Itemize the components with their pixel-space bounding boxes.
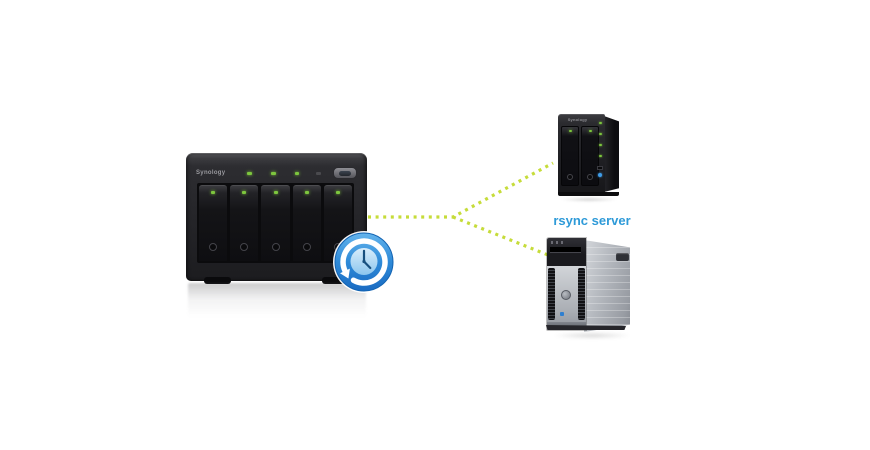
tower-drive-section xyxy=(547,238,586,266)
drive-bay xyxy=(261,185,290,261)
drop-shadow xyxy=(560,197,618,202)
rsync-server-tower xyxy=(544,236,636,339)
status-led-icon xyxy=(598,133,602,135)
source-nas-status-panel: Synology xyxy=(196,166,357,180)
indicator-lights-icon xyxy=(551,241,565,244)
bay-lock-icon xyxy=(567,174,573,180)
drive-bay-frame xyxy=(561,126,599,186)
device-foot xyxy=(322,277,349,284)
status-led-icon xyxy=(271,171,276,175)
status-led-off-icon xyxy=(316,171,321,175)
power-led-icon xyxy=(560,312,564,316)
optical-drive-slot xyxy=(550,247,581,253)
drive-bay xyxy=(199,185,228,261)
status-led-icon xyxy=(598,122,602,124)
drop-shadow xyxy=(552,332,632,339)
source-nas: Synology xyxy=(186,153,367,284)
floor-reflection xyxy=(188,283,366,321)
drive-led-icon xyxy=(211,191,216,194)
device-foot xyxy=(204,277,231,284)
status-led-icon xyxy=(247,171,253,175)
device-base xyxy=(558,192,619,196)
drive-bay xyxy=(230,185,259,261)
bay-lock-icon xyxy=(302,243,311,251)
vent-grille-icon xyxy=(578,268,585,320)
bay-lock-icon xyxy=(587,174,593,180)
connector-to-rsync-server xyxy=(452,215,554,259)
device-base xyxy=(546,325,626,330)
drive-bay-frame xyxy=(197,183,354,263)
drive-bay xyxy=(561,126,579,186)
target-nas-front: Synology xyxy=(558,114,605,192)
time-backup-clock-icon xyxy=(333,231,395,293)
server-logo-badge-icon xyxy=(561,290,571,300)
drive-led-icon xyxy=(568,130,572,132)
side-handle xyxy=(616,253,629,261)
drive-led-icon xyxy=(335,191,340,194)
drive-bay xyxy=(292,185,321,261)
drive-led-icon xyxy=(273,191,278,194)
synology-logo: Synology xyxy=(567,117,588,122)
status-led-column xyxy=(597,122,603,177)
arrowhead xyxy=(340,268,350,279)
bay-lock-icon xyxy=(209,243,218,251)
drive-led-icon xyxy=(304,191,309,194)
bay-lock-icon xyxy=(240,243,249,251)
drive-led-icon xyxy=(242,191,247,194)
connector-to-target-nas xyxy=(368,161,554,219)
power-button-icon xyxy=(332,167,357,179)
status-led-icon xyxy=(294,171,300,175)
clock-center-dot xyxy=(362,259,366,264)
status-led-icon xyxy=(598,155,602,157)
usb-port-icon xyxy=(597,166,603,170)
tower-front xyxy=(547,238,586,330)
bay-lock-icon xyxy=(271,243,280,251)
target-nas-side-panel xyxy=(604,116,619,192)
rsync-server-label: rsync server xyxy=(553,213,631,228)
power-led-icon xyxy=(598,173,602,177)
tower-bezel xyxy=(547,266,586,322)
circular-arrow xyxy=(340,238,388,286)
vent-grille-icon xyxy=(548,268,555,320)
target-nas: Synology xyxy=(556,110,624,202)
drive-led-icon xyxy=(588,130,592,132)
status-led-icon xyxy=(598,144,602,146)
synology-logo: Synology xyxy=(196,170,226,176)
